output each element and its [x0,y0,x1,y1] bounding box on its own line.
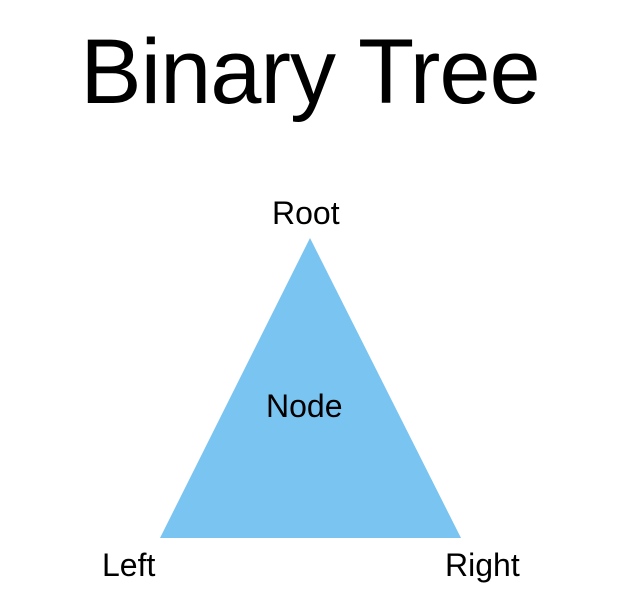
node-triangle [160,238,461,538]
root-label: Root [272,195,340,231]
diagram-title: Binary Tree [80,21,540,123]
right-label: Right [445,547,520,583]
left-label: Left [102,547,156,583]
node-label: Node [266,388,343,424]
